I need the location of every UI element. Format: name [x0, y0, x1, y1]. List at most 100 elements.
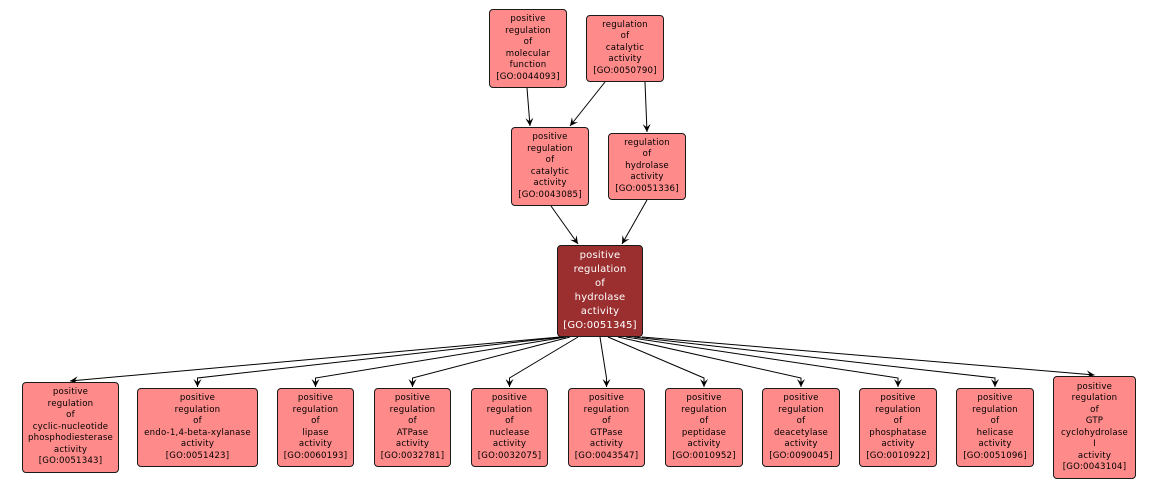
go-term-label-line: catalytic [530, 166, 570, 177]
go-term-label-line: of [620, 31, 630, 42]
go-term-label-line: of [66, 410, 75, 421]
edge-go-0043085-to-go-0051345 [550, 205, 579, 245]
go-term-label-line: positive [977, 393, 1013, 403]
go-term-label-line: deacetylase [773, 427, 829, 438]
edge-go-0051345-to-go-0032075 [505, 336, 579, 387]
go-term-label-line: activity [630, 172, 664, 183]
go-term-id: [GO:0043104] [1062, 462, 1127, 472]
edge-go-0051345-to-go-0051343 [69, 336, 561, 385]
go-term-label-line: positive [179, 393, 216, 403]
go-term-label-line: regulation [1071, 393, 1118, 403]
go-term-label-line: hydrolase [625, 160, 669, 171]
go-term-id: [GO:0032781] [380, 450, 445, 461]
go-term-label-line: positive [52, 387, 89, 398]
edge-go-0050790-to-go-0051336 [642, 81, 651, 133]
go-term-label-line: of [699, 416, 709, 426]
go-term-label-line: activity [580, 306, 620, 317]
go-term-label-line: activity [978, 439, 1012, 449]
go-term-id: [GO:0043085] [518, 189, 582, 200]
go-term-label-line: regulation [174, 404, 221, 415]
go-term-label-line: regulation [624, 137, 670, 148]
go-term-label-line: GTP [1085, 416, 1104, 426]
go-term-label-line: of [594, 278, 606, 289]
go-term-label-line: positive [880, 393, 916, 403]
go-term-label-line: regulation [505, 25, 551, 36]
go-term-label-line: activity [180, 439, 215, 449]
go-term-label-line: of [311, 416, 320, 426]
edge-go-0044093-to-go-0043085 [525, 87, 534, 127]
go-term-label-line: of [408, 416, 417, 426]
edge-go-0051345-to-go-0010952 [607, 336, 708, 387]
go-term-label-line: positive [579, 250, 621, 261]
go-term-id: [GO:0043547] [574, 450, 639, 461]
go-term-label-line: activity [395, 439, 430, 449]
go-term-id: [GO:0051096] [963, 450, 1027, 461]
edge-line [525, 87, 534, 127]
edge-go-0050790-to-go-0043085 [569, 81, 606, 127]
go-term-label-line: of [642, 149, 652, 160]
go-term-label-line: regulation [681, 404, 727, 415]
go-term-id: [GO:0051343] [38, 456, 103, 467]
go-term-label-line: phosphatase [869, 427, 927, 438]
go-term-label-line: nuclease [489, 427, 530, 438]
go-term-id: [GO:0051336] [615, 183, 679, 194]
go-term-label-line: positive [510, 14, 546, 24]
go-term-label-line: regulation [292, 404, 339, 415]
go-term-label-line: positive [297, 393, 334, 403]
go-term-label-line: of [193, 416, 202, 426]
go-term-label-line: regulation [778, 404, 824, 415]
edge-line [69, 336, 561, 385]
go-term-label-line: activity [1077, 450, 1112, 461]
go-term-label-line: regulation [527, 143, 573, 154]
go-term-id: [GO:0032075] [477, 450, 542, 461]
go-term-label-line: of [523, 37, 533, 47]
edge-line [193, 336, 564, 387]
go-term-label-line: endo-1,4-beta-xylanase [144, 427, 251, 438]
edge-line [599, 336, 611, 387]
go-term-id: [GO:0010922] [866, 450, 930, 461]
go-term-label-line: of [796, 416, 806, 426]
go-term-label-line: of [545, 155, 555, 165]
go-term-label-line: regulation [486, 404, 533, 415]
go-term-label-line: regulation [389, 404, 436, 415]
go-term-id: [GO:0051345] [563, 320, 637, 331]
go-term-label-line: activity [53, 444, 88, 455]
go-term-label-line: activity [589, 439, 624, 449]
go-term-label-line: regulation [47, 398, 94, 409]
edge-line [633, 336, 999, 387]
go-term-label-line: activity [881, 439, 915, 449]
edge-line [642, 81, 651, 133]
go-term-label-line: regulation [573, 264, 627, 275]
go-term-label-line: activity [784, 439, 818, 449]
go-term-label-line: catalytic [605, 42, 645, 53]
edge-go-0051345-to-go-0032781 [408, 336, 571, 387]
edge-line [617, 336, 805, 387]
go-term-label-line: positive [588, 393, 625, 403]
go-term-label-line: cyclohydrolase [1061, 427, 1128, 438]
go-term-label-line: of [505, 416, 514, 426]
edge-go-0051345-to-go-0090045 [617, 336, 805, 387]
go-term-label-line: of [990, 416, 1000, 426]
go-term-label-line: ATPase [396, 427, 429, 438]
go-term-id: [GO:0090045] [769, 450, 833, 461]
edge-line [550, 205, 579, 245]
edge-line [505, 336, 579, 387]
